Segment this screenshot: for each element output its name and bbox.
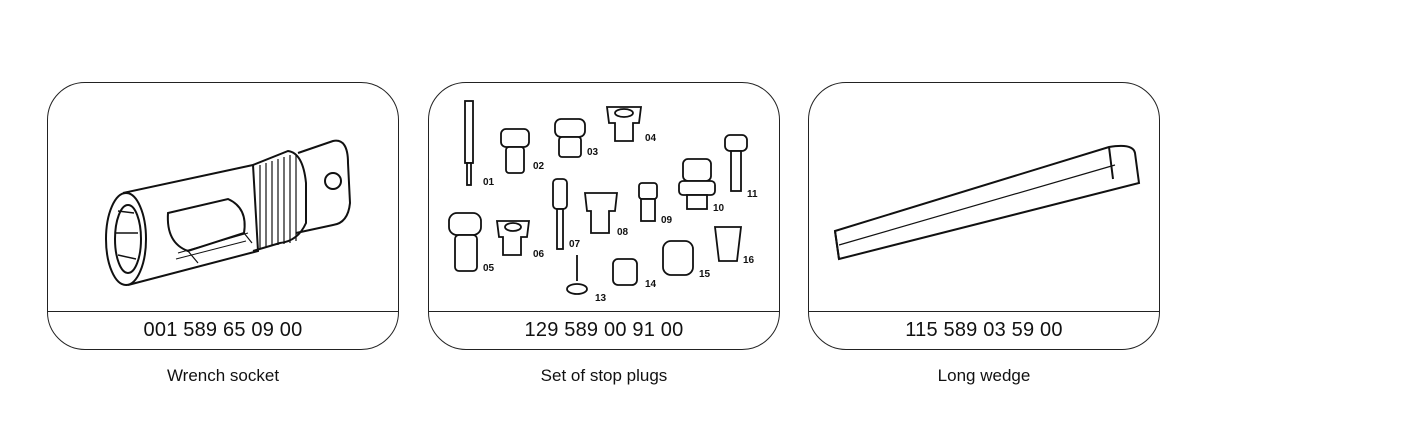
card-divider xyxy=(48,311,398,312)
tool-caption: Set of stop plugs xyxy=(540,366,668,385)
svg-text:02: 02 xyxy=(533,161,545,172)
svg-text:07: 07 xyxy=(569,239,581,250)
svg-text:14: 14 xyxy=(645,279,657,290)
svg-text:01: 01 xyxy=(483,177,495,188)
tool-card-long-wedge: 115 589 03 59 00 xyxy=(808,82,1160,350)
part-number: 115 589 03 59 00 xyxy=(905,319,1063,341)
long-wedge-illustration xyxy=(833,144,1141,261)
svg-text:03: 03 xyxy=(587,147,599,158)
stop-plugs-illustration: 01 02 03 04 05 06 07 08 09 10 11 13 14 1… xyxy=(448,100,758,304)
tool-card-wrench-socket: 001 589 65 09 00 xyxy=(47,82,399,350)
card-divider xyxy=(429,311,779,312)
svg-text:06: 06 xyxy=(533,249,545,260)
svg-text:04: 04 xyxy=(645,133,657,144)
svg-text:05: 05 xyxy=(483,263,495,274)
tool-caption: Wrench socket xyxy=(166,366,280,385)
svg-text:15: 15 xyxy=(699,269,711,280)
wrench-socket-illustration xyxy=(105,139,352,286)
tool-card-stop-plugs: 01 02 03 04 05 06 07 08 09 10 11 13 14 1… xyxy=(428,82,780,350)
tool-caption: Long wedge xyxy=(937,366,1031,385)
svg-text:10: 10 xyxy=(713,203,725,214)
svg-text:13: 13 xyxy=(595,293,607,304)
svg-text:08: 08 xyxy=(617,227,629,238)
card-divider xyxy=(809,311,1159,312)
svg-text:16: 16 xyxy=(743,255,755,266)
part-number: 129 589 00 91 00 xyxy=(524,319,684,341)
svg-text:09: 09 xyxy=(661,215,673,226)
part-number: 001 589 65 09 00 xyxy=(143,319,303,341)
svg-text:11: 11 xyxy=(747,189,758,200)
